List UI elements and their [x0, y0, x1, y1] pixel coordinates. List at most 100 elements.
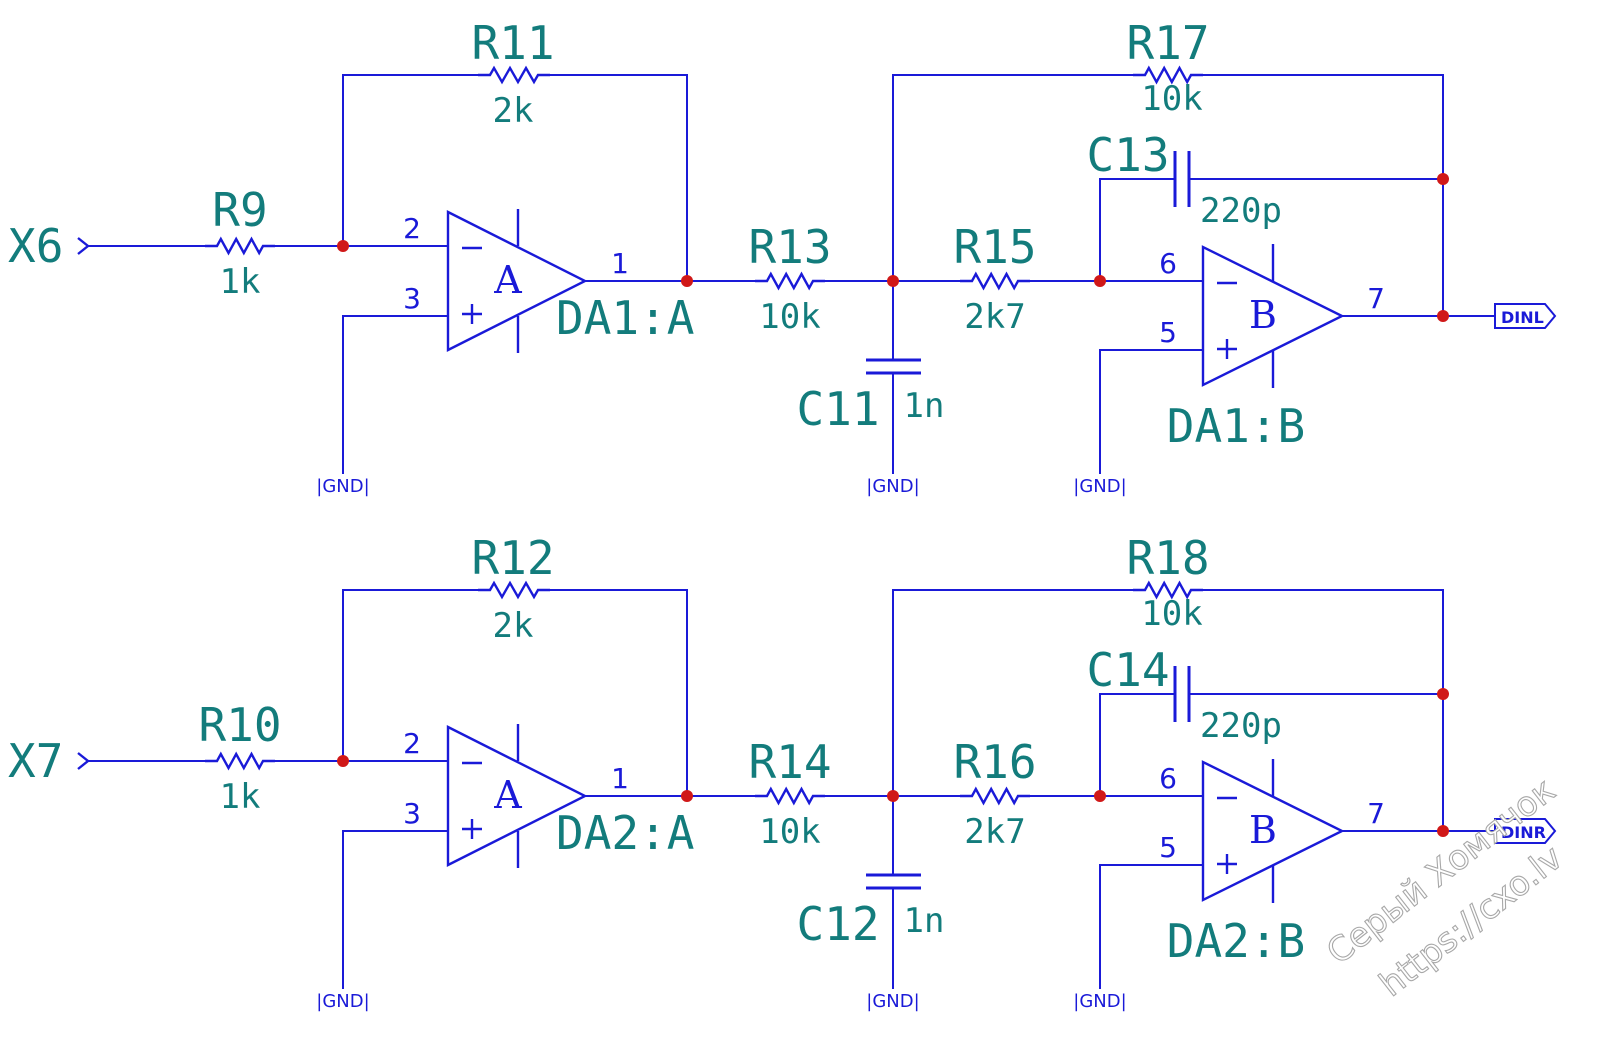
wire	[1203, 74, 1444, 316]
junction-dot	[1094, 275, 1106, 287]
resistor-ref: R16	[953, 735, 1036, 789]
wire	[892, 589, 1133, 796]
input-port-label: X7	[8, 734, 63, 788]
input-port-arrow	[77, 237, 90, 255]
resistor-ref: R13	[748, 220, 831, 274]
pin-number: 7	[1367, 797, 1385, 830]
pin-number: 6	[1159, 247, 1177, 280]
wire	[1099, 864, 1203, 989]
opamp-unit-label: DA2:B	[1167, 914, 1305, 968]
opamp-triangle	[446, 210, 588, 352]
resistor-value: 2k7	[964, 297, 1025, 337]
wire	[1099, 178, 1175, 281]
opamp-unit-letter: A	[493, 258, 522, 302]
junction-dot	[681, 275, 693, 287]
resistor-ref: R11	[471, 16, 554, 70]
wire	[1099, 349, 1203, 474]
wire	[550, 589, 688, 796]
output-net-label: DINL	[1501, 308, 1544, 327]
resistor-zigzag	[478, 65, 550, 85]
resistor-zigzag	[755, 786, 825, 806]
resistor-value: 2k7	[964, 812, 1025, 852]
junction-dot	[1437, 688, 1449, 700]
resistor-value: 10k	[1141, 594, 1202, 634]
capacitor-ref: C14	[1086, 643, 1169, 697]
output-net-flag	[1494, 818, 1557, 844]
resistor-zigzag	[205, 236, 275, 256]
pin-number: 6	[1159, 762, 1177, 795]
pin-number: 7	[1367, 282, 1385, 315]
resistor-ref: R10	[198, 698, 281, 752]
junction-dot	[1094, 790, 1106, 802]
resistor-zigzag	[1133, 580, 1203, 600]
opamp-unit-label: DA1:B	[1167, 399, 1305, 453]
opamp-unit-letter: B	[1249, 293, 1277, 337]
resistor-ref: R9	[212, 183, 267, 237]
resistor-ref: R17	[1126, 16, 1209, 70]
resistor-value: 10k	[759, 812, 820, 852]
resistor-value: 10k	[1141, 79, 1202, 119]
resistor-value: 2k	[493, 606, 534, 646]
pin-number: 3	[403, 282, 421, 315]
wire	[342, 589, 478, 761]
capacitor-value: 220p	[1200, 706, 1282, 746]
ground-label: |GND|	[316, 991, 369, 1012]
junction-dot	[681, 790, 693, 802]
resistor-zigzag	[205, 751, 275, 771]
junction-dot	[1437, 825, 1449, 837]
resistor-zigzag	[1133, 65, 1203, 85]
pin-number: 2	[403, 727, 421, 760]
opamp-unit-letter: B	[1249, 808, 1277, 852]
capacitor-ref: C13	[1086, 128, 1169, 182]
resistor-value: 1k	[220, 777, 261, 817]
capacitor-ref: C12	[796, 897, 879, 951]
wire	[342, 830, 448, 989]
pin-number: 5	[1159, 831, 1177, 864]
opamp-triangle	[446, 725, 588, 867]
resistor-zigzag	[960, 271, 1030, 291]
resistor-ref: R18	[1126, 531, 1209, 585]
wire	[1203, 589, 1444, 831]
capacitor-ref: C11	[796, 382, 879, 436]
junction-dot	[337, 755, 349, 767]
ground-label: |GND|	[1073, 991, 1126, 1012]
opamp-unit-label: DA2:A	[556, 806, 694, 860]
resistor-zigzag	[960, 786, 1030, 806]
ground-label: |GND|	[1073, 476, 1126, 497]
capacitor-value: 1n	[904, 386, 945, 426]
input-port-label: X6	[8, 219, 63, 273]
resistor-value: 1k	[220, 262, 261, 302]
resistor-ref: R15	[953, 220, 1036, 274]
ground-label: |GND|	[866, 991, 919, 1012]
ground-label: |GND|	[866, 476, 919, 497]
output-net-label: DINR	[1501, 823, 1546, 842]
capacitor-value: 1n	[904, 901, 945, 941]
opamp-unit-label: DA1:A	[556, 291, 694, 345]
opamp-unit-letter: A	[493, 773, 522, 817]
wire	[550, 74, 688, 281]
junction-dot	[1437, 310, 1449, 322]
pin-number: 5	[1159, 316, 1177, 349]
resistor-value: 10k	[759, 297, 820, 337]
junction-dot	[887, 275, 899, 287]
wire	[342, 74, 478, 246]
resistor-value: 2k	[493, 91, 534, 131]
wire	[1099, 693, 1175, 796]
ground-label: |GND|	[316, 476, 369, 497]
junction-dot	[887, 790, 899, 802]
pin-number: 3	[403, 797, 421, 830]
input-port-arrow	[77, 752, 90, 770]
resistor-ref: R14	[748, 735, 831, 789]
opamp-triangle	[1201, 760, 1345, 902]
junction-dot	[1437, 173, 1449, 185]
wire	[892, 74, 1133, 281]
wire	[342, 315, 448, 474]
pin-number: 1	[611, 762, 629, 795]
resistor-ref: R12	[471, 531, 554, 585]
capacitor-value: 220p	[1200, 191, 1282, 231]
junction-dot	[337, 240, 349, 252]
